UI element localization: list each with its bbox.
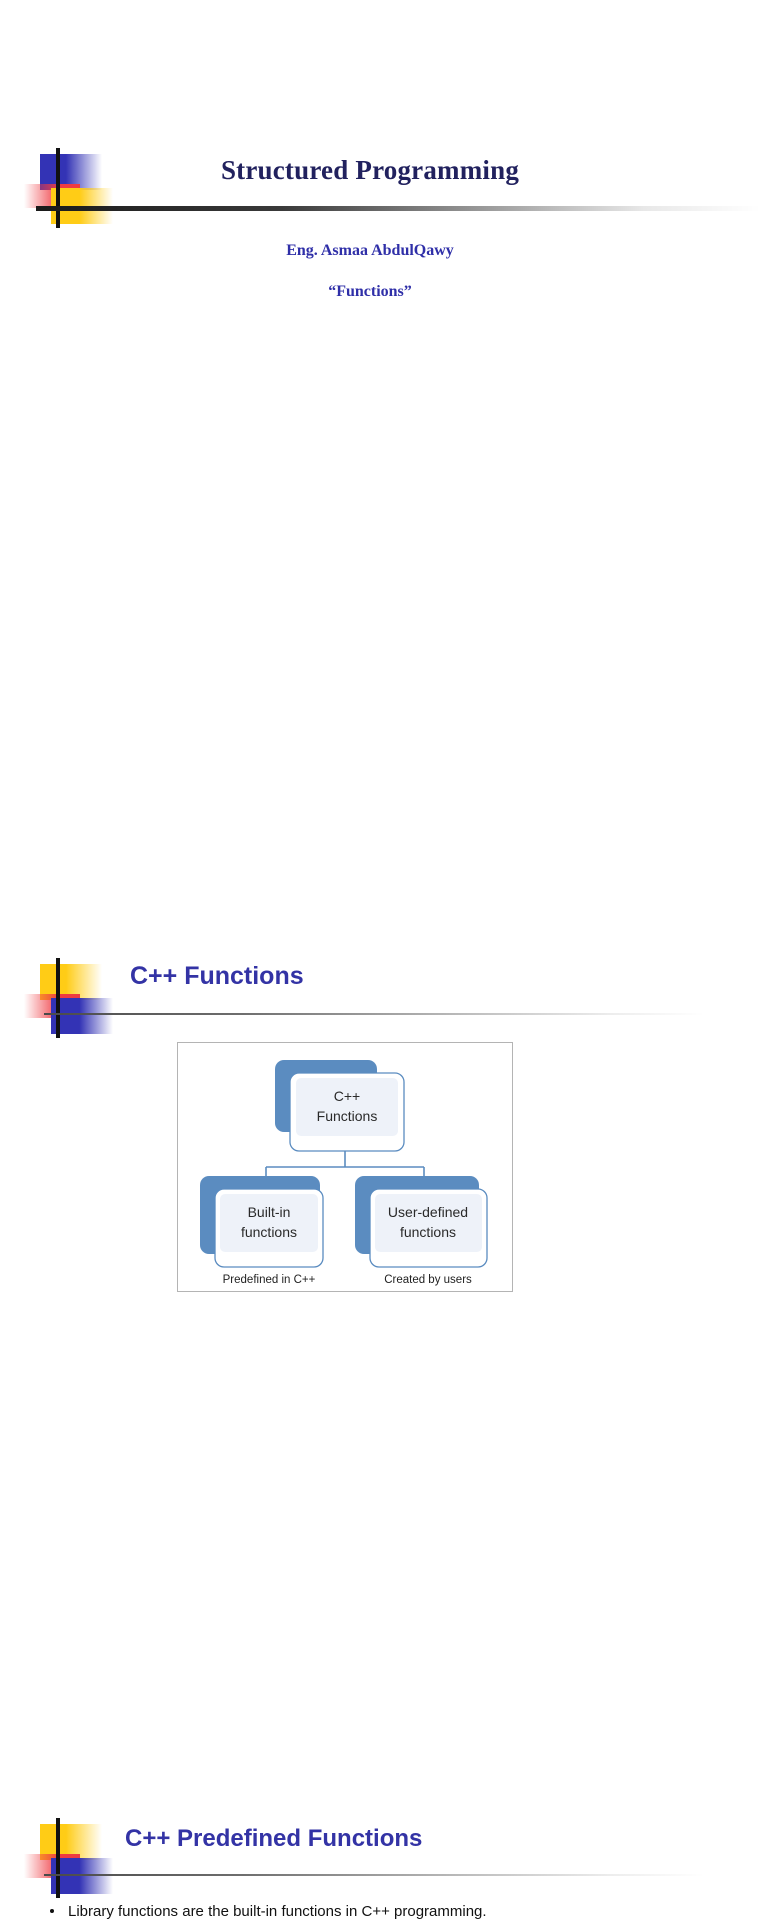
cpp-functions-diagram: C++ Functions Built-in functions Predefi…	[177, 1042, 513, 1292]
deco-blue-square	[51, 1858, 113, 1894]
deco-vertical-bar	[56, 1818, 60, 1898]
slide-cpp-predefined-functions: C++ Predefined Functions Library functio…	[0, 900, 768, 1920]
deco-vertical-bar	[56, 148, 60, 228]
builtin-node-label-line1: Built-in	[248, 1204, 291, 1220]
diagram-node-userdefined: User-defined functions Created by users	[355, 1176, 488, 1286]
presentation-topic: “Functions”	[328, 283, 412, 300]
bullet-text: Library functions are the built-in funct…	[68, 1903, 487, 1920]
section-divider-rule	[44, 1013, 704, 1015]
root-node-inner	[296, 1078, 398, 1136]
bullet-list: Library functions are the built-in funct…	[46, 1902, 746, 1922]
title-divider-rule	[36, 206, 760, 211]
slide-title: Structured Programming Eng. Asmaa AbdulQ…	[0, 0, 768, 470]
userdefined-node-label-line2: functions	[400, 1224, 456, 1240]
userdefined-node-label-line1: User-defined	[388, 1204, 468, 1220]
section-divider-rule	[44, 1874, 704, 1876]
builtin-node-inner	[220, 1194, 318, 1252]
diagram-node-root: C++ Functions	[275, 1060, 405, 1152]
section-heading-cpp-functions: C++ Functions	[130, 962, 304, 990]
builtin-node-caption: Predefined in C++	[223, 1274, 316, 1286]
presenter-name: Eng. Asmaa AbdulQawy	[286, 242, 454, 259]
page-title: Structured Programming	[220, 155, 520, 185]
root-node-label-line2: Functions	[317, 1108, 378, 1124]
bullet-dot-icon	[50, 1909, 54, 1913]
diagram-svg: C++ Functions Built-in functions Predefi…	[200, 1060, 488, 1286]
builtin-node-label-line2: functions	[241, 1224, 297, 1240]
diagram-node-builtin: Built-in functions Predefined in C++	[200, 1176, 324, 1286]
decorative-logo-mark	[24, 1818, 120, 1898]
slide-cpp-functions: C++ Functions C++ Functions	[0, 470, 768, 1292]
userdefined-node-caption: Created by users	[384, 1274, 472, 1286]
userdefined-node-inner	[375, 1194, 482, 1252]
deco-vertical-bar	[56, 958, 60, 1038]
root-node-label-line1: C++	[334, 1088, 360, 1104]
list-item: Library functions are the built-in funct…	[46, 1902, 746, 1922]
section-heading-cpp-predefined-functions: C++ Predefined Functions	[125, 1825, 423, 1852]
